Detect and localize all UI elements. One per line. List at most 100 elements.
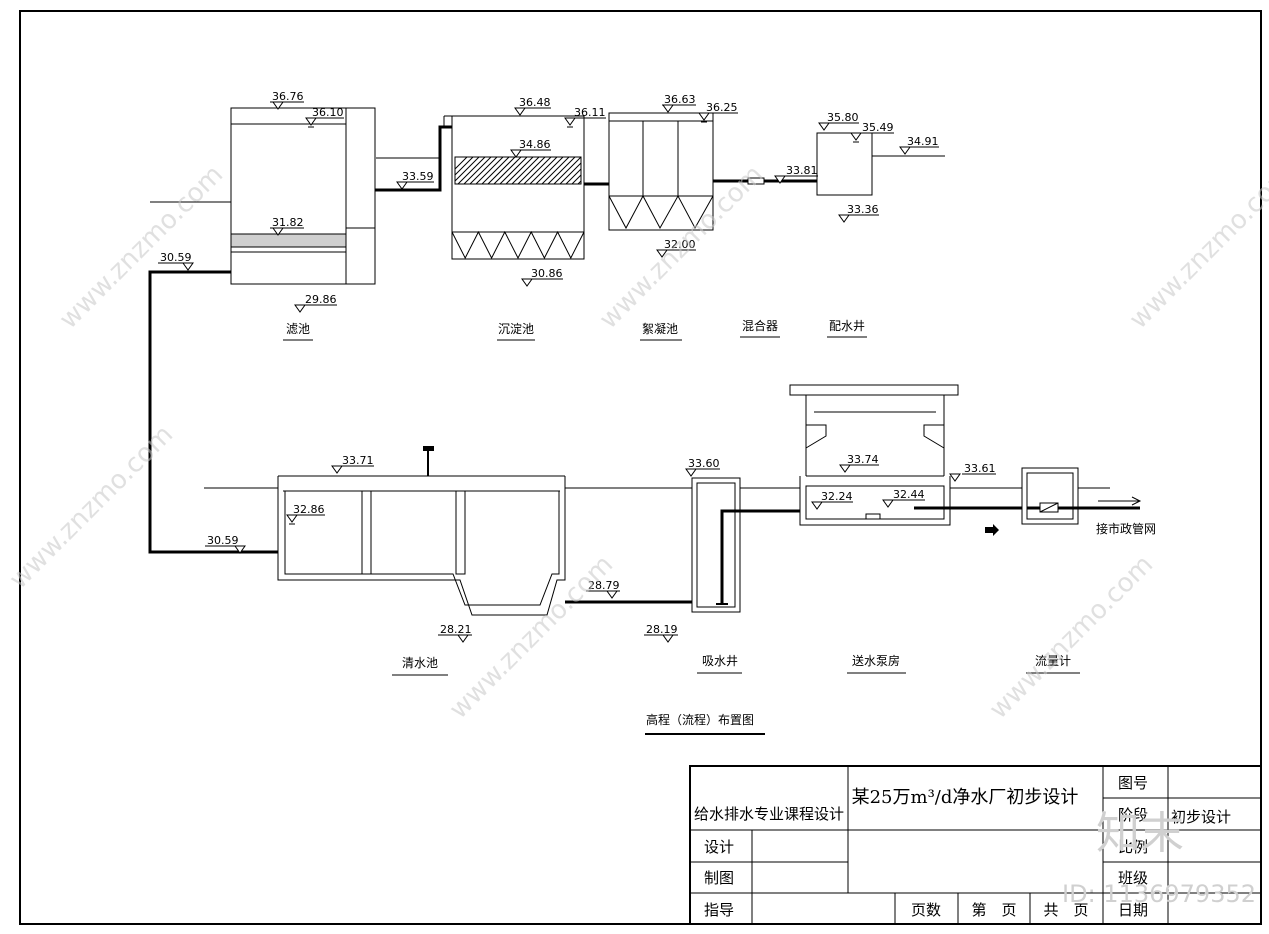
tb-design-label: 设计 xyxy=(704,838,734,856)
elevation-value: 33.59 xyxy=(402,170,434,183)
elevation-marker: 30.59 xyxy=(158,251,194,271)
watermark-site: www.znzmo.com xyxy=(4,420,179,595)
elevation-value: 33.61 xyxy=(964,462,996,475)
elevation-value: 33.60 xyxy=(688,457,720,470)
label-clear-tank: 清水池 xyxy=(402,656,438,670)
elevation-value: 36.25 xyxy=(706,101,738,114)
elevation-value: 32.44 xyxy=(893,488,925,501)
elevation-value: 33.74 xyxy=(847,453,879,466)
elevation-value: 36.63 xyxy=(664,93,696,106)
structure-labels: 滤池 沉淀池 絮凝池 混合器 配水井 清水池 吸水井 送水泵房 流量计 接市政管… xyxy=(283,318,1156,735)
watermark-site: www.znzmo.com xyxy=(594,160,769,335)
elevation-value: 34.86 xyxy=(519,138,551,151)
pipe-sed-to-filter xyxy=(375,125,452,192)
watermark-brand: 知末 xyxy=(1096,808,1184,859)
tb-class-label: 班级 xyxy=(1118,869,1148,887)
label-filter: 滤池 xyxy=(286,322,310,336)
clear-tank-structure xyxy=(277,446,566,616)
elevation-marker: 36.11 xyxy=(564,106,606,128)
elevation-value: 30.86 xyxy=(531,267,563,280)
elevation-value: 28.79 xyxy=(588,579,620,592)
elevation-value: 35.80 xyxy=(827,111,859,124)
sedimentation-hoppers xyxy=(451,230,585,260)
elevation-value: 34.91 xyxy=(907,135,939,148)
elevation-marker: 36.63 xyxy=(662,93,696,113)
elevation-value: 32.86 xyxy=(293,503,325,516)
label-suction-well: 吸水井 xyxy=(702,654,738,668)
elevation-marker: 36.48 xyxy=(514,96,551,116)
elevation-value: 28.19 xyxy=(646,623,678,636)
elevation-value: 30.59 xyxy=(207,534,239,547)
elevation-marker: 28.19 xyxy=(644,623,678,643)
tb-scale-label: 比例 xyxy=(1118,838,1148,856)
elevation-marker: 35.49 xyxy=(850,121,894,143)
label-to-network: 接市政管网 xyxy=(1096,521,1156,536)
elevation-marker: 34.86 xyxy=(510,138,551,158)
watermark-site: www.znzmo.com xyxy=(984,550,1159,725)
title-block: 给水排水专业课程设计 某25万m³/d净水厂初步设计 图号 阶段 初步设计 比例… xyxy=(689,765,1262,925)
label-distribution-well: 配水井 xyxy=(829,319,865,333)
elevation-marker: 32.24 xyxy=(811,490,853,510)
elevation-marker: 29.86 xyxy=(294,293,337,313)
elevation-marker: 28.21 xyxy=(438,623,472,643)
elevation-marker: 33.60 xyxy=(685,457,720,477)
elevation-value: 33.36 xyxy=(847,203,879,216)
drawing-border xyxy=(19,10,1262,925)
mixer-device xyxy=(747,177,765,185)
tb-date-label: 日期 xyxy=(1118,901,1148,919)
elevation-value: 36.76 xyxy=(272,90,304,103)
elevation-value: 35.49 xyxy=(862,121,894,134)
tb-stage-label: 阶段 xyxy=(1118,806,1148,824)
watermark-site: www.znzmo.com xyxy=(54,160,229,335)
elevation-marker: 35.80 xyxy=(818,111,859,131)
pipe-filter-to-clear xyxy=(148,270,278,554)
elevation-marker: 32.00 xyxy=(656,238,696,258)
distribution-well-structure xyxy=(816,132,873,196)
elevation-value: 32.00 xyxy=(664,238,696,251)
flocculation-structure xyxy=(608,112,714,231)
tb-course: 给水排水专业课程设计 xyxy=(694,805,844,823)
elevation-marker: 33.71 xyxy=(331,454,374,474)
elevation-value: 30.59 xyxy=(160,251,192,264)
watermark-site: www.znzmo.com xyxy=(444,550,619,725)
elevation-value: 33.81 xyxy=(786,164,818,177)
flow-direction-arrow xyxy=(985,524,999,536)
label-pump-house: 送水泵房 xyxy=(852,653,900,668)
tb-page-no-label: 第 页 xyxy=(971,901,1016,919)
elevation-marker: 36.76 xyxy=(270,90,304,110)
elevation-marker: 33.81 xyxy=(774,164,818,184)
tb-guide-label: 指导 xyxy=(704,901,734,919)
elevation-marker: 36.10 xyxy=(305,106,344,128)
filter-structure xyxy=(230,107,376,285)
elevation-value: 36.48 xyxy=(519,96,551,109)
drawing-title: 高程（流程）布置图 xyxy=(646,712,754,727)
pump-house-structure xyxy=(789,384,959,526)
tb-pages-label: 页数 xyxy=(911,901,941,919)
watermark-site: www.znzmo.com xyxy=(1124,160,1269,335)
elevation-marker: 30.59 xyxy=(205,534,246,554)
elevation-marker: 30.86 xyxy=(521,267,563,287)
elevation-marker: 36.25 xyxy=(698,101,738,123)
label-mixer: 混合器 xyxy=(742,318,778,333)
tb-drawing-no-label: 图号 xyxy=(1118,774,1148,792)
tb-project: 某25万m³/d净水厂初步设计 xyxy=(852,787,1079,808)
flow-meter-structure xyxy=(1021,467,1142,525)
elevation-marker: 33.74 xyxy=(839,453,879,473)
label-flocculation: 絮凝池 xyxy=(642,321,678,336)
elevation-marker: 33.61 xyxy=(949,462,996,482)
label-flow-meter: 流量计 xyxy=(1035,654,1071,668)
tb-total-label: 共 页 xyxy=(1043,901,1088,919)
elevation-value: 36.11 xyxy=(574,106,606,119)
tb-draft-label: 制图 xyxy=(704,869,734,887)
suction-well-structure xyxy=(691,477,800,613)
tube-settler-hatch xyxy=(454,156,582,185)
label-sedimentation: 沉淀池 xyxy=(498,322,534,336)
elevation-value: 36.10 xyxy=(312,106,344,119)
tb-stage-value: 初步设计 xyxy=(1171,808,1231,826)
elevation-value: 31.82 xyxy=(272,216,304,229)
watermark-id: ID: 1136979352 xyxy=(1062,880,1256,908)
elevation-markers: 36.76 36.10 31.82 29.86 30.59 33.59 36.48 36.11… xyxy=(158,90,996,643)
elevation-marker: 33.59 xyxy=(396,170,434,190)
elevation-marker: 31.82 xyxy=(270,216,304,236)
